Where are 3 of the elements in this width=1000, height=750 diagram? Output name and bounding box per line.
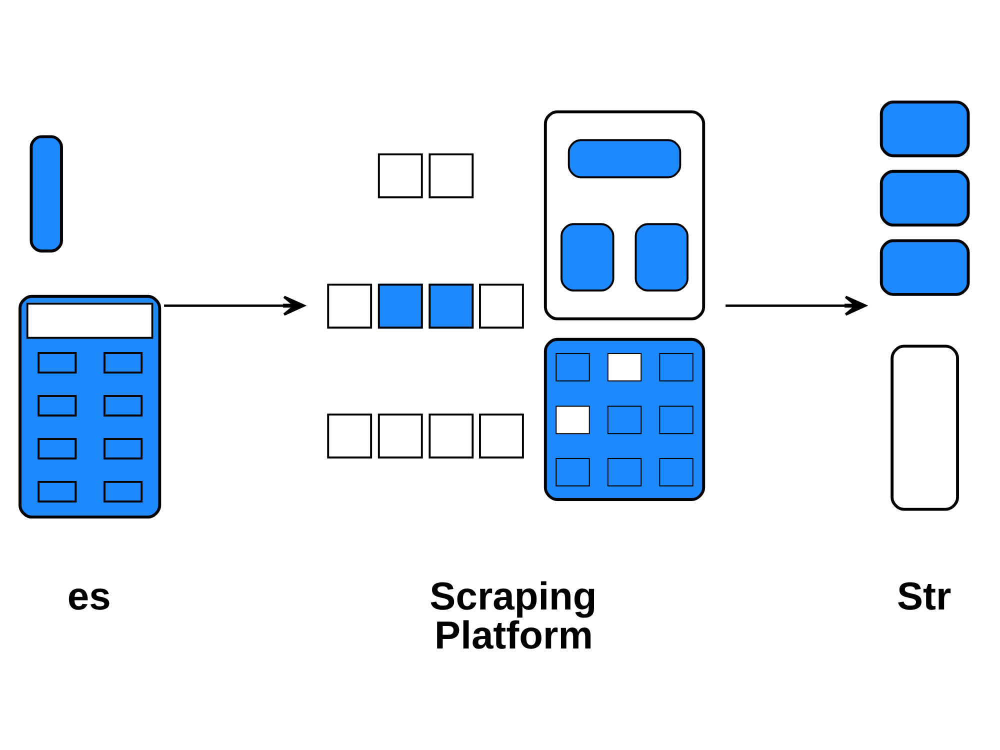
node-label: es bbox=[67, 575, 111, 618]
node-label: Scraping Platform bbox=[430, 575, 597, 658]
node-label: Str bbox=[896, 575, 952, 618]
